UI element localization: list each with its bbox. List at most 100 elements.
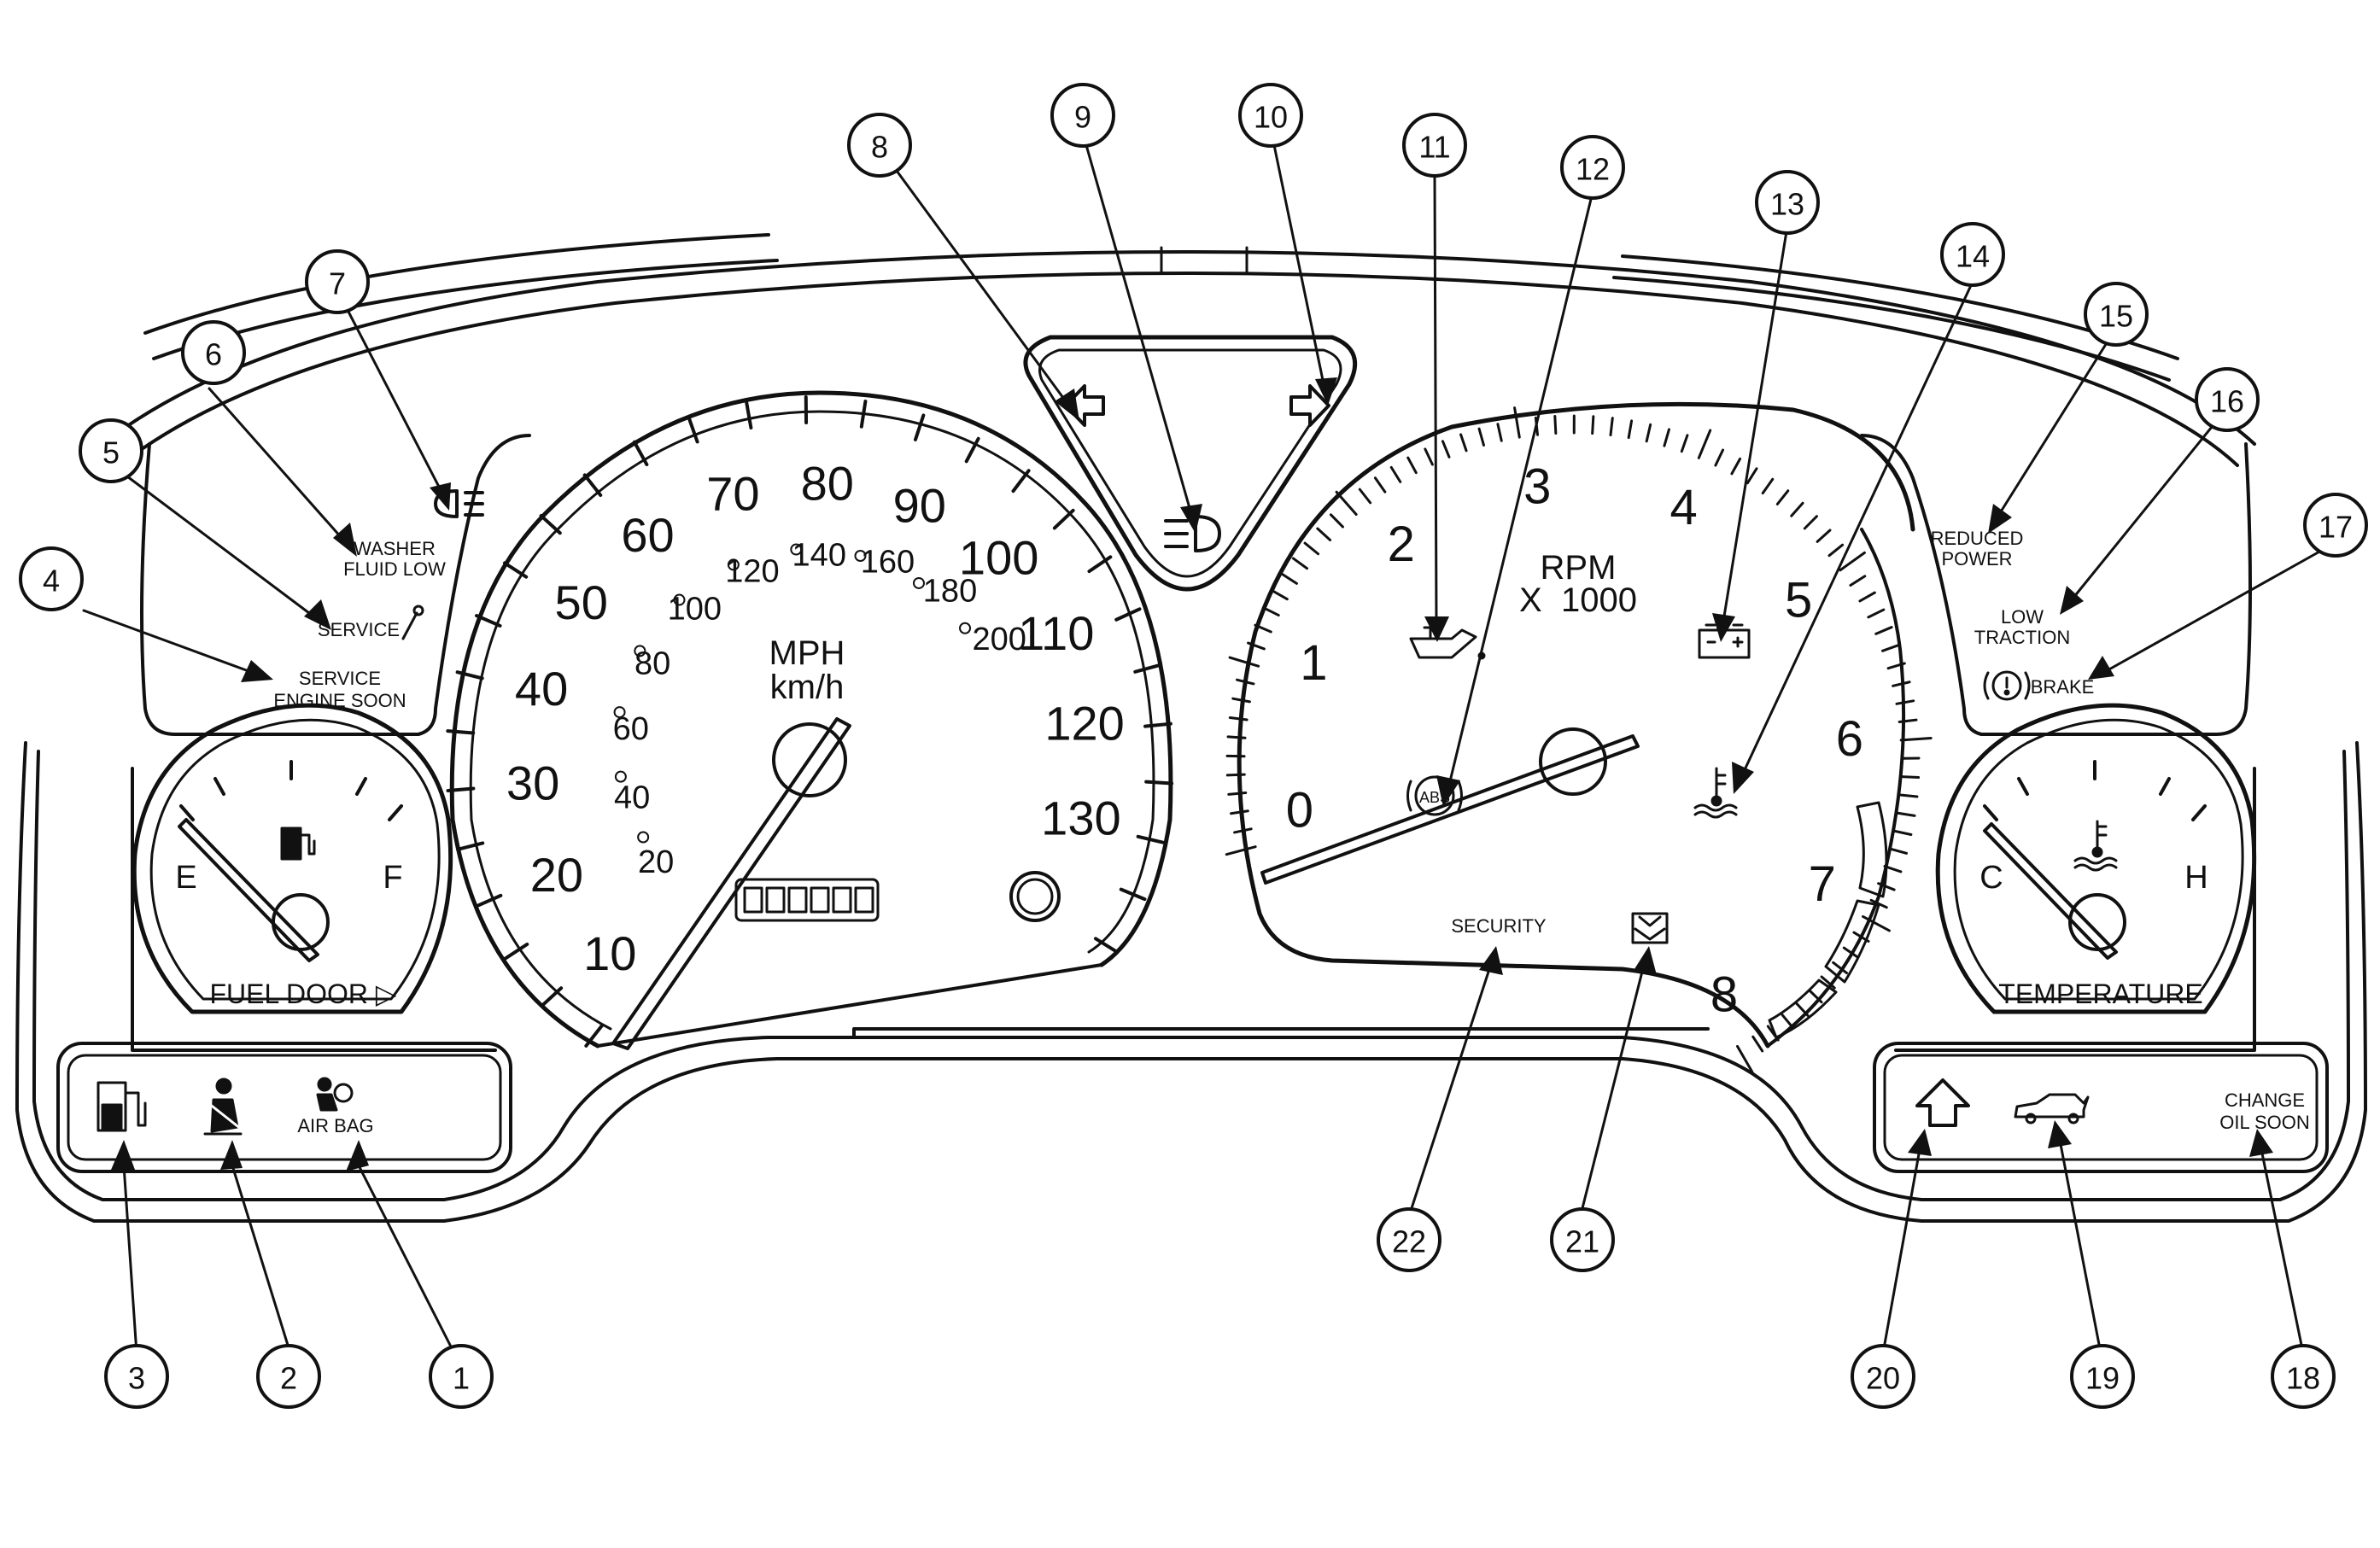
tachometer-label: 0 [1286,782,1313,838]
speedometer-kmh-dot [613,706,626,719]
tachometer-tick [1389,465,1402,483]
tachometer-tick [1790,501,1804,517]
svg-text:14: 14 [1956,239,1990,274]
speedometer-tick [446,786,476,792]
tachometer-tick [1261,606,1280,617]
speedometer-ticks [446,395,1174,1048]
tachometer-ticks [1225,406,1933,1074]
tachometer-tick [1816,529,1832,543]
temperature-gauge-cold: C [1979,860,2003,896]
tachometer-tick [1898,718,1918,723]
tachometer-units-rpm: RPM [1541,549,1617,587]
low-traction-label-1: LOW [2001,606,2044,628]
odometer-display [734,878,880,922]
speedometer-tick [745,400,753,430]
leader-lines [82,143,2323,1355]
speedometer-tick [1143,721,1172,728]
callout-15: 15 [2084,282,2149,347]
tachometer-tick [1862,914,1891,932]
speedometer-tick [1087,555,1113,574]
tachometer-tick [1231,697,1251,704]
svg-text:4: 4 [43,564,60,599]
service-label: SERVICE [318,619,400,640]
speedometer-kmh-dot [634,645,646,657]
tachometer-tick [1228,716,1248,721]
service-engine-soon-label-2: ENGINE SOON [273,690,406,711]
brake-label: BRAKE [2031,676,2095,698]
speedometer-tick [859,400,868,429]
tachometer-tick [1781,1014,1795,1030]
tachometer-tick [1775,489,1790,505]
speedometer-mph-label: 50 [555,575,608,629]
speedometer-hub [772,722,847,797]
tachometer-tick [1751,1035,1764,1053]
speedometer-tick [455,670,484,681]
tachometer-tick [1424,447,1434,466]
speedometer-kmh-dot [959,622,972,634]
tachometer-label: 4 [1670,480,1697,535]
service-engine-soon-label-1: SERVICE [299,668,381,689]
speedometer-tick [475,614,502,628]
trip-reset-button[interactable] [1009,871,1061,922]
tachometer-tick [1895,699,1915,705]
speedometer-tick [446,729,476,735]
svg-text:3: 3 [128,1361,145,1396]
washer-fluid-label-2: FLUID LOW [343,558,446,580]
callout-16: 16 [2195,367,2260,432]
change-oil-soon-label-2: OIL SOON [2219,1112,2310,1133]
low-traction-label-2: TRACTION [1974,627,2070,648]
fuel-pump-icon [280,827,316,861]
left-indicators: WASHER FLUID LOW SERVICE SERVICE ENGINE … [273,489,484,711]
speedometer-units-kmh: km/h [770,669,845,706]
speedometer-needle [611,717,851,1050]
speedometer-tick [1052,508,1075,530]
tachometer-tick [1358,488,1372,505]
speedometer-tick [539,514,562,535]
speedometer-kmh-label: 80 [634,645,670,681]
tachometer-tick [1225,845,1257,856]
tachometer-tick [1335,490,1358,517]
turn-right-icon [1289,384,1330,427]
svg-text:17: 17 [2319,510,2353,545]
fuel-gauge-needle [178,818,319,962]
tachometer-tick [1513,406,1521,439]
svg-text:21: 21 [1565,1224,1599,1259]
tachometer-tick [1892,681,1911,687]
tachometer-tick [1808,989,1823,1004]
speedometer-mph-label: 20 [530,848,583,902]
air-bag-label: AIR BAG [297,1115,373,1136]
tachometer-tick [1281,573,1298,585]
tachometer-tick [1877,882,1896,891]
tachometer-tick [1832,961,1848,975]
tachometer-label: 5 [1785,573,1812,628]
speedometer-tick [1093,937,1120,955]
tachometer-tick [1477,427,1485,447]
speedometer-tick [632,440,649,467]
coolant-temp-icon [2073,820,2118,872]
callout-12: 12 [1560,135,1625,200]
tachometer-label: 7 [1809,856,1836,912]
speedometer-tick [1114,607,1142,622]
tachometer-tick [1645,423,1652,443]
tachometer-tick [1329,513,1344,529]
tachometer-needle [1260,734,1640,885]
tachometer-tick [1794,1002,1810,1017]
fuel-gauge-full: F [383,860,402,896]
tachometer-tick [1663,428,1670,447]
callout-9: 9 [1050,83,1115,148]
speedometer-kmh-dot [614,770,627,783]
tachometer-label: 6 [1836,711,1863,767]
tachometer-tick [1874,626,1893,635]
speedometer-tick [504,942,529,961]
temperature-gauge: C H TEMPERATURE [1935,703,2257,1014]
svg-text:8: 8 [871,130,888,165]
speedometer-tick [456,841,485,851]
tachometer-hub [1539,727,1607,796]
speedometer-tick [1011,469,1031,494]
washer-fluid-label-1: WASHER [354,538,436,559]
tachometer-tick [1886,662,1906,670]
tachometer-tick [1226,735,1247,739]
speedometer-tick [1136,834,1165,844]
